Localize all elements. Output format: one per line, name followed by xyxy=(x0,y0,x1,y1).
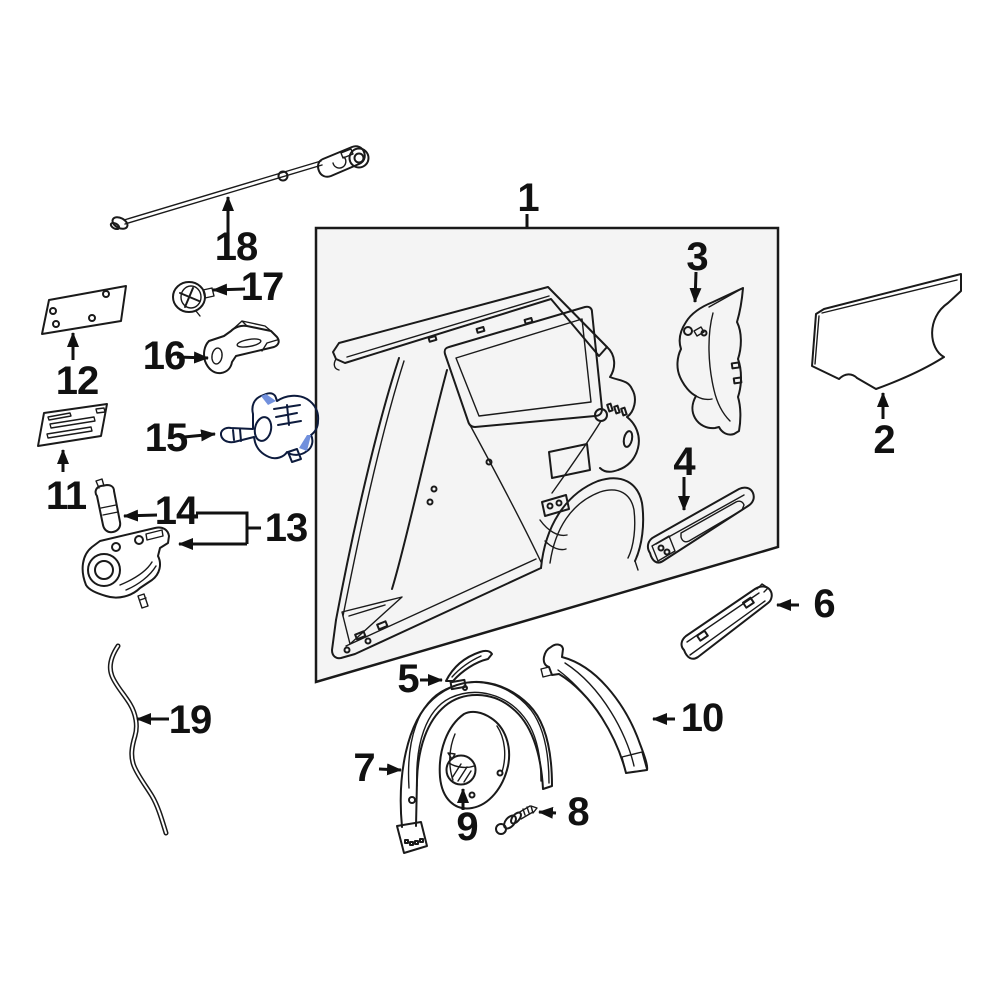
callout-9: 9 xyxy=(456,805,478,849)
part-19-drawing xyxy=(107,643,169,836)
callout-16: 16 xyxy=(142,334,186,378)
callout-17-arrow xyxy=(212,283,246,296)
part-14-drawing xyxy=(94,478,122,534)
part-7-drawing xyxy=(396,678,553,854)
part-8-drawing xyxy=(495,805,538,835)
callout-pointers xyxy=(57,196,889,819)
part-1-quarter-panel-drawing xyxy=(331,286,645,660)
callout-3: 3 xyxy=(686,235,708,279)
callout-14: 14 xyxy=(154,489,198,533)
callout-7: 7 xyxy=(353,746,375,790)
callout-16-arrow xyxy=(176,351,209,364)
callout-13-bracket xyxy=(196,511,249,544)
part-6-drawing xyxy=(680,583,773,660)
part-9-drawing xyxy=(445,752,477,786)
callout-3-arrow xyxy=(689,271,702,303)
callout-17: 17 xyxy=(240,265,284,309)
part-13-drawing xyxy=(81,526,170,609)
callout-6: 6 xyxy=(813,582,835,626)
part-15-highlighted-drawing[interactable] xyxy=(220,392,320,463)
part-16-drawing xyxy=(203,320,280,375)
callout-18: 18 xyxy=(214,225,258,269)
callout-10: 10 xyxy=(680,696,724,740)
callout-4: 4 xyxy=(673,440,695,484)
part-10-drawing xyxy=(540,643,649,774)
callout-5: 5 xyxy=(397,657,419,701)
callout-8-arrow xyxy=(538,806,557,819)
callout-11: 11 xyxy=(45,474,87,518)
part-5-drawing xyxy=(445,649,493,682)
callout-2: 2 xyxy=(873,418,895,462)
callout-15: 15 xyxy=(144,416,188,460)
part-3-drawing xyxy=(676,287,744,436)
part-12-drawing xyxy=(41,285,127,335)
callout-7-arrow xyxy=(378,763,402,776)
part-2-drawing xyxy=(811,273,962,390)
callout-8: 8 xyxy=(567,790,589,834)
part-4-drawing xyxy=(646,486,755,564)
callout-12: 12 xyxy=(55,359,99,403)
callout-15-arrow xyxy=(183,429,216,442)
part-18-drawing xyxy=(109,145,370,231)
part-17-drawing xyxy=(172,281,215,317)
callout-19: 19 xyxy=(168,698,212,742)
callout-1: 1 xyxy=(517,176,539,220)
part-11-drawing xyxy=(37,403,108,447)
callout-14-arrow xyxy=(123,509,158,522)
callout-13: 13 xyxy=(264,506,308,550)
